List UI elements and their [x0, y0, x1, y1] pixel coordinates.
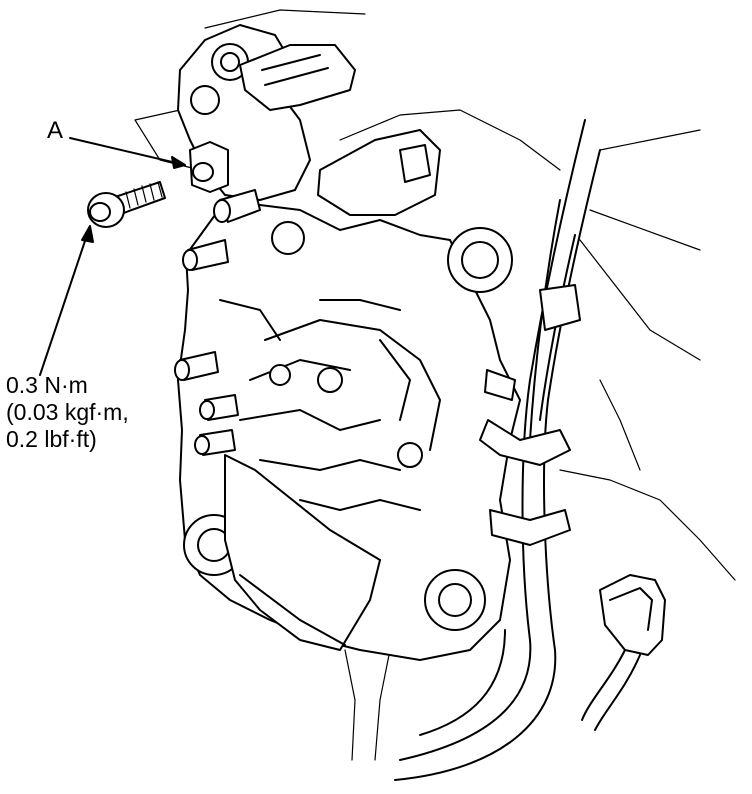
- torque-kgfm: (0.03 kgf·m,: [6, 399, 129, 425]
- torque-lbfft: 0.2 lbf·ft): [6, 426, 97, 452]
- top-plate: [239, 44, 356, 111]
- leader-lines: [39, 137, 186, 376]
- torque-nm: 0.3 N·m: [6, 372, 88, 398]
- studs: [174, 189, 261, 456]
- electrical-connector: [581, 574, 666, 731]
- callout-label-a: A: [47, 117, 64, 144]
- harness-clip: [317, 129, 441, 216]
- transmission-case-outline: [134, 9, 736, 761]
- bolt: [87, 181, 166, 228]
- harness-clamps: [479, 284, 581, 546]
- torque-spec: 0.3 N·m (0.03 kgf·m, 0.2 lbf·ft): [6, 372, 129, 453]
- lower-cover: [224, 454, 381, 651]
